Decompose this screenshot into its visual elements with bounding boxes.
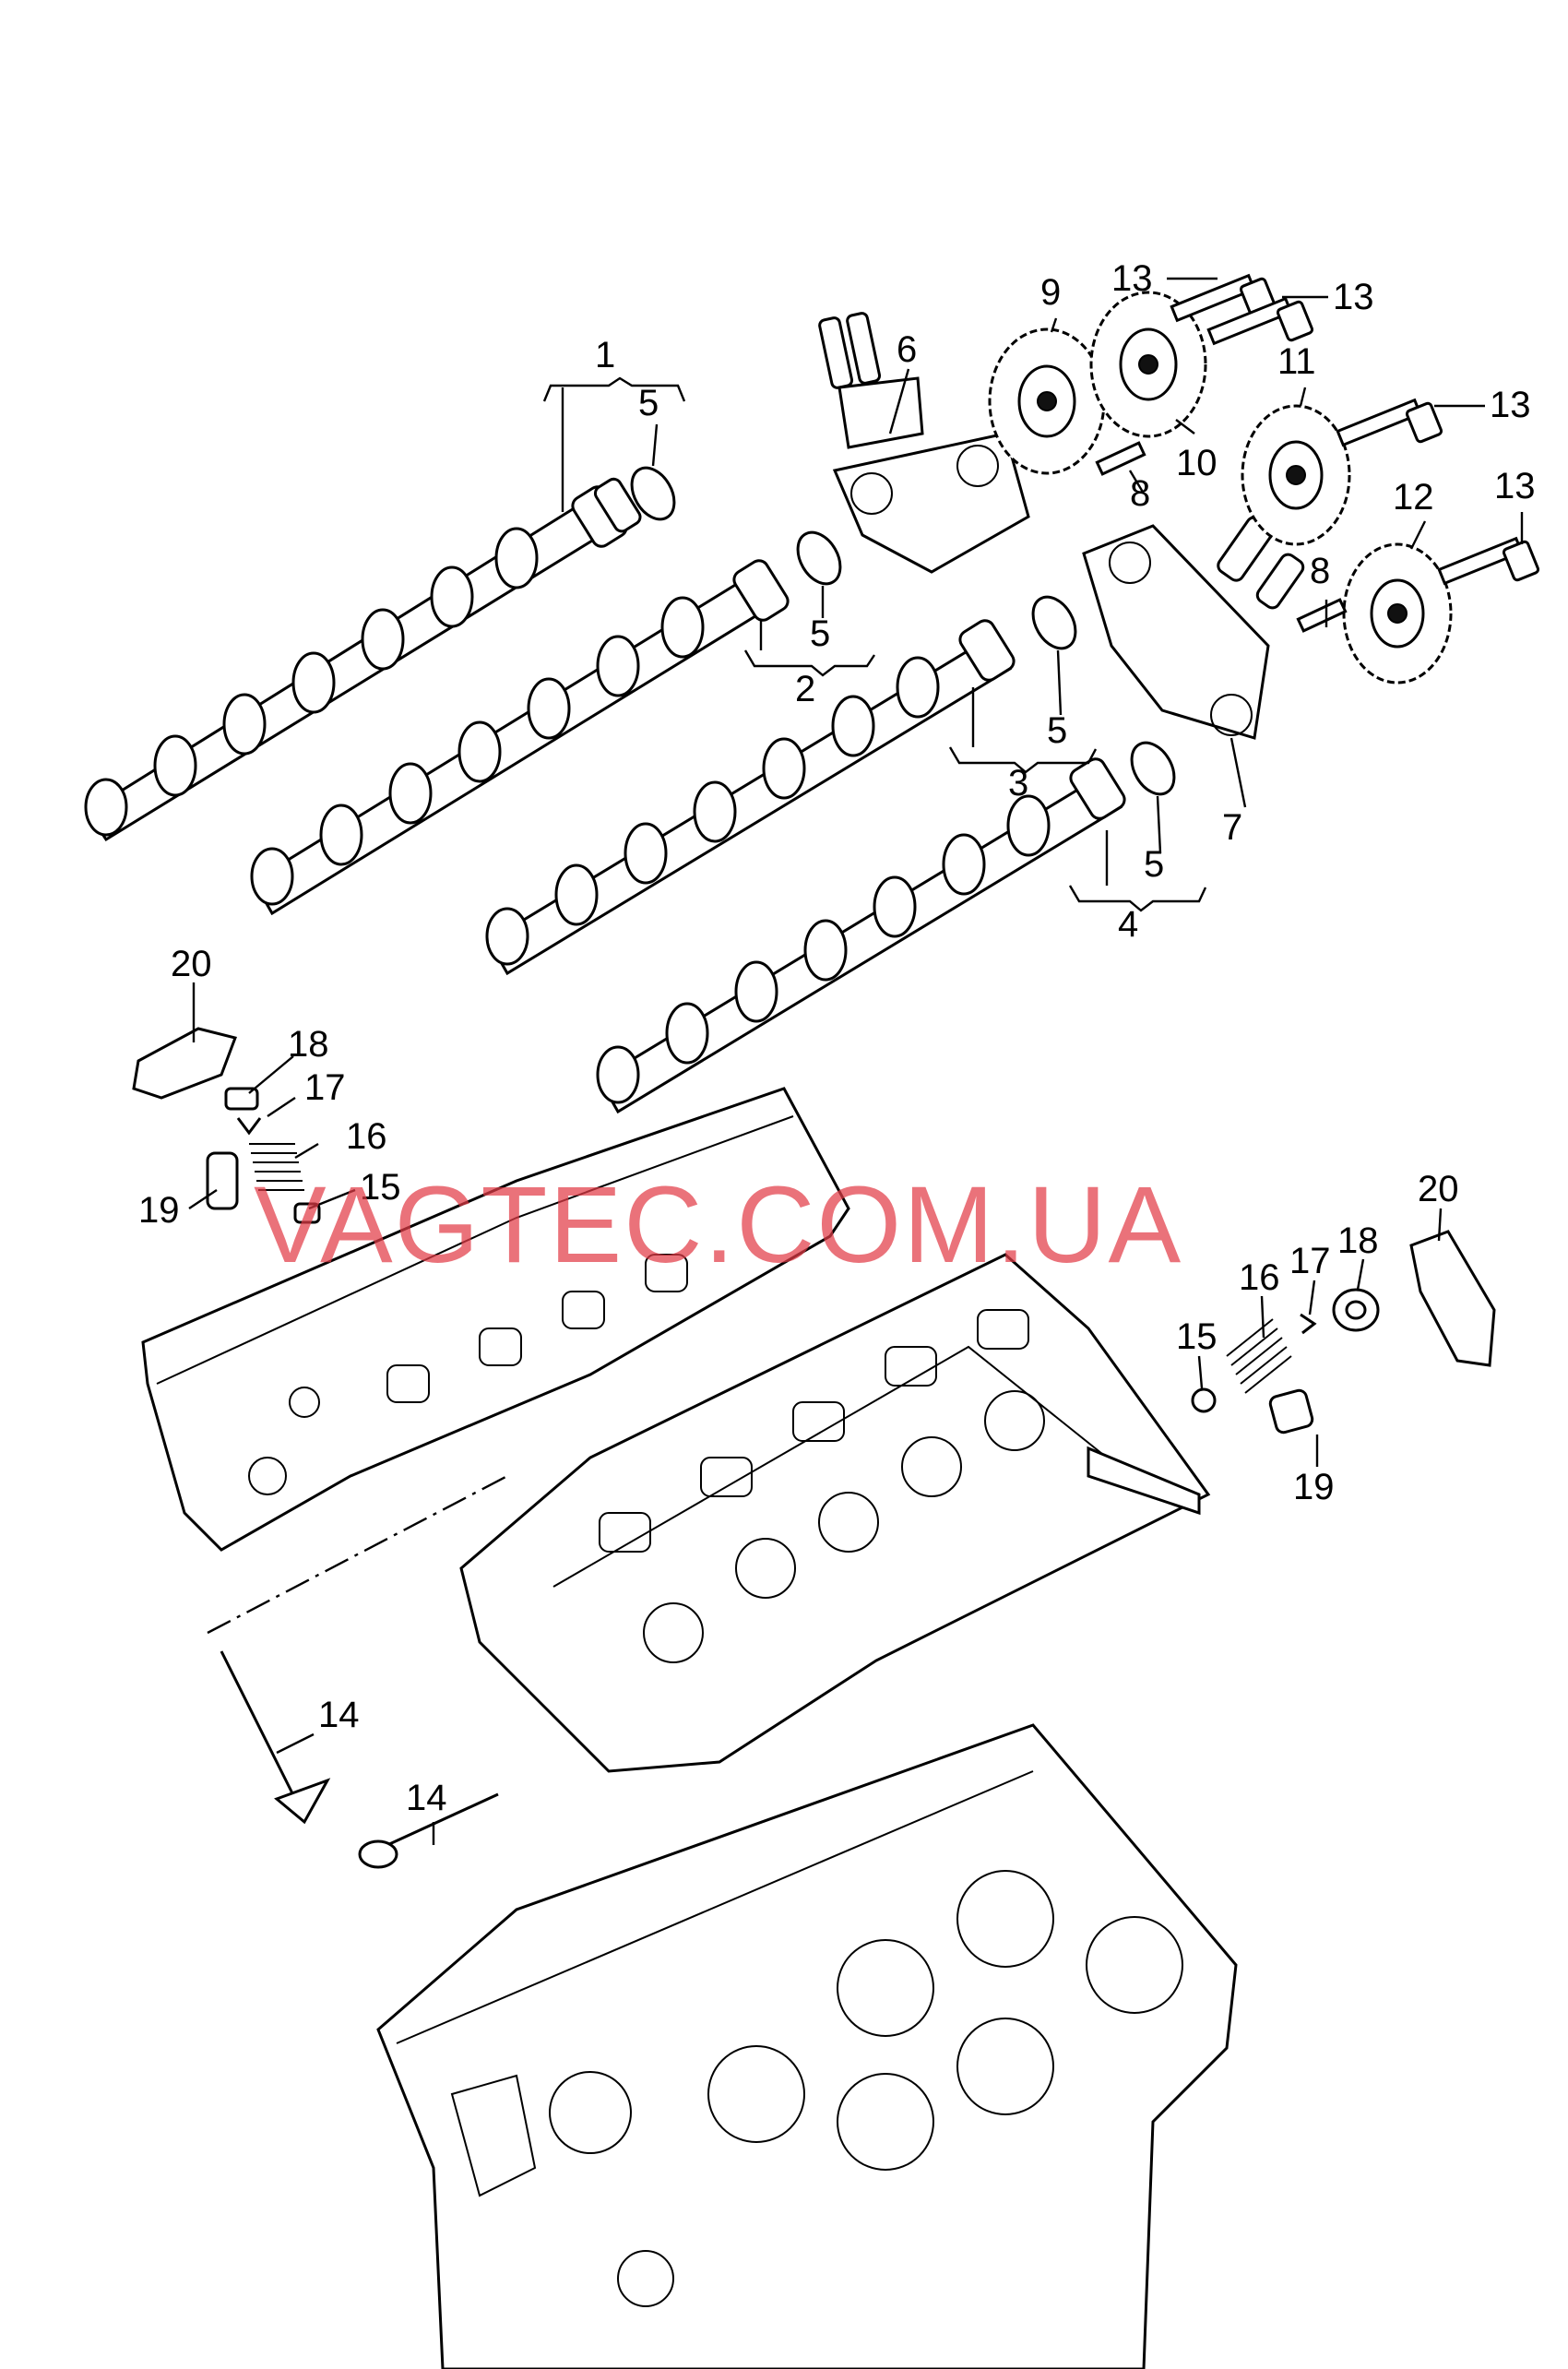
callout-17: 17 <box>1289 1241 1331 1281</box>
callout-8: 8 <box>1130 473 1150 514</box>
callout-8: 8 <box>1310 551 1330 591</box>
callout-16: 16 <box>1239 1257 1280 1298</box>
callout-15: 15 <box>1176 1316 1218 1357</box>
callout-20: 20 <box>171 944 212 984</box>
callout-12: 12 <box>1393 477 1434 518</box>
valve-icon[interactable] <box>220 1650 499 1869</box>
roller-rocker-20 <box>132 1027 237 1100</box>
spring-16 <box>249 1143 304 1191</box>
bolt-icon[interactable] <box>1095 273 1540 633</box>
sprocket-11 <box>1241 404 1351 546</box>
leader-lines <box>188 277 1524 1845</box>
callout-17: 17 <box>304 1067 346 1108</box>
callout-13: 13 <box>1494 466 1536 506</box>
cylinder-head-icon[interactable] <box>459 1253 1211 1773</box>
callout-20: 20 <box>1418 1169 1459 1209</box>
callout-19: 19 <box>1293 1467 1335 1507</box>
camshaft-3[interactable] <box>485 617 1017 976</box>
o-ring-icon[interactable] <box>624 460 1183 802</box>
callout-14: 14 <box>318 1695 360 1735</box>
callout-labels: 1 5 5 2 5 3 5 4 6 7 8 8 9 10 11 12 13 13… <box>138 258 1536 1818</box>
callout-7: 7 <box>1222 807 1242 848</box>
sprocket-9 <box>988 327 1106 475</box>
callout-5: 5 <box>638 383 659 423</box>
callout-1: 1 <box>595 335 615 375</box>
callout-13: 13 <box>1111 258 1153 299</box>
callout-11: 11 <box>1277 341 1316 382</box>
callout-19: 19 <box>138 1190 180 1231</box>
camshaft-adjuster-housing-7[interactable] <box>1082 515 1306 740</box>
lifter-19 <box>206 1151 239 1210</box>
seal-15b <box>1191 1387 1217 1413</box>
camshaft-adjuster-housing-6[interactable] <box>818 312 1030 574</box>
lifter-19b <box>1268 1388 1314 1434</box>
callout-9: 9 <box>1040 272 1061 313</box>
sprocket-10 <box>1089 291 1207 438</box>
seal-15 <box>293 1202 321 1224</box>
callout-18: 18 <box>1337 1220 1379 1261</box>
callout-16: 16 <box>346 1116 387 1157</box>
callout-13: 13 <box>1490 385 1531 425</box>
roller-rocker-20b <box>1409 1230 1496 1367</box>
callout-13: 13 <box>1333 277 1374 317</box>
callout-5: 5 <box>1047 710 1067 751</box>
callout-5: 5 <box>1144 844 1164 885</box>
camshaft-1[interactable] <box>84 476 643 842</box>
callout-2: 2 <box>795 669 815 709</box>
camshaft-4[interactable] <box>596 756 1128 1114</box>
cylinder-head-icon[interactable] <box>141 1087 850 1552</box>
cotter-17 <box>236 1117 262 1136</box>
callout-5: 5 <box>810 613 830 654</box>
sprocket-12 <box>1342 542 1453 685</box>
callout-15: 15 <box>360 1167 401 1208</box>
sprocket-icon[interactable] <box>988 291 1453 685</box>
callout-10: 10 <box>1176 443 1218 483</box>
valve-train-left[interactable] <box>132 1027 321 1224</box>
engine-block-icon[interactable] <box>376 1723 1238 2369</box>
callout-3: 3 <box>1008 763 1028 804</box>
callout-4: 4 <box>1118 904 1138 945</box>
watermark: VAGTEC.COM.UA <box>254 1164 1182 1286</box>
cotter-17b <box>1300 1313 1317 1335</box>
camshaft-2[interactable] <box>250 557 791 916</box>
spring-16b <box>1226 1318 1292 1394</box>
callout-6: 6 <box>897 329 917 370</box>
callout-18: 18 <box>288 1024 329 1065</box>
callout-14: 14 <box>406 1778 447 1818</box>
valve-train-right[interactable] <box>1191 1230 1496 1434</box>
